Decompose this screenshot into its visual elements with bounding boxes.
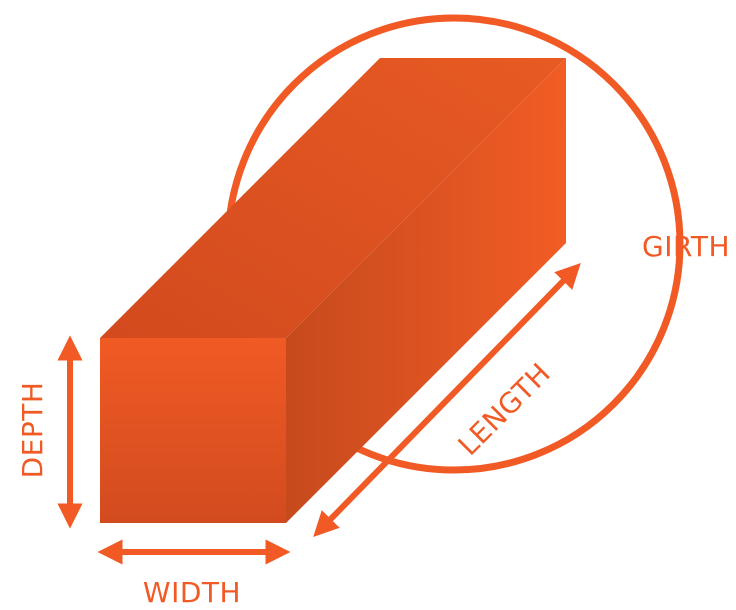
length-arrow [313, 262, 581, 538]
depth-label: DEPTH [16, 382, 49, 479]
length-label: LENGTH [452, 357, 557, 462]
package-box [100, 58, 566, 523]
box-front-face [100, 338, 286, 523]
girth-label: GIRTH [642, 230, 730, 263]
box-top-face [100, 58, 566, 338]
width-label: WIDTH [143, 576, 241, 609]
